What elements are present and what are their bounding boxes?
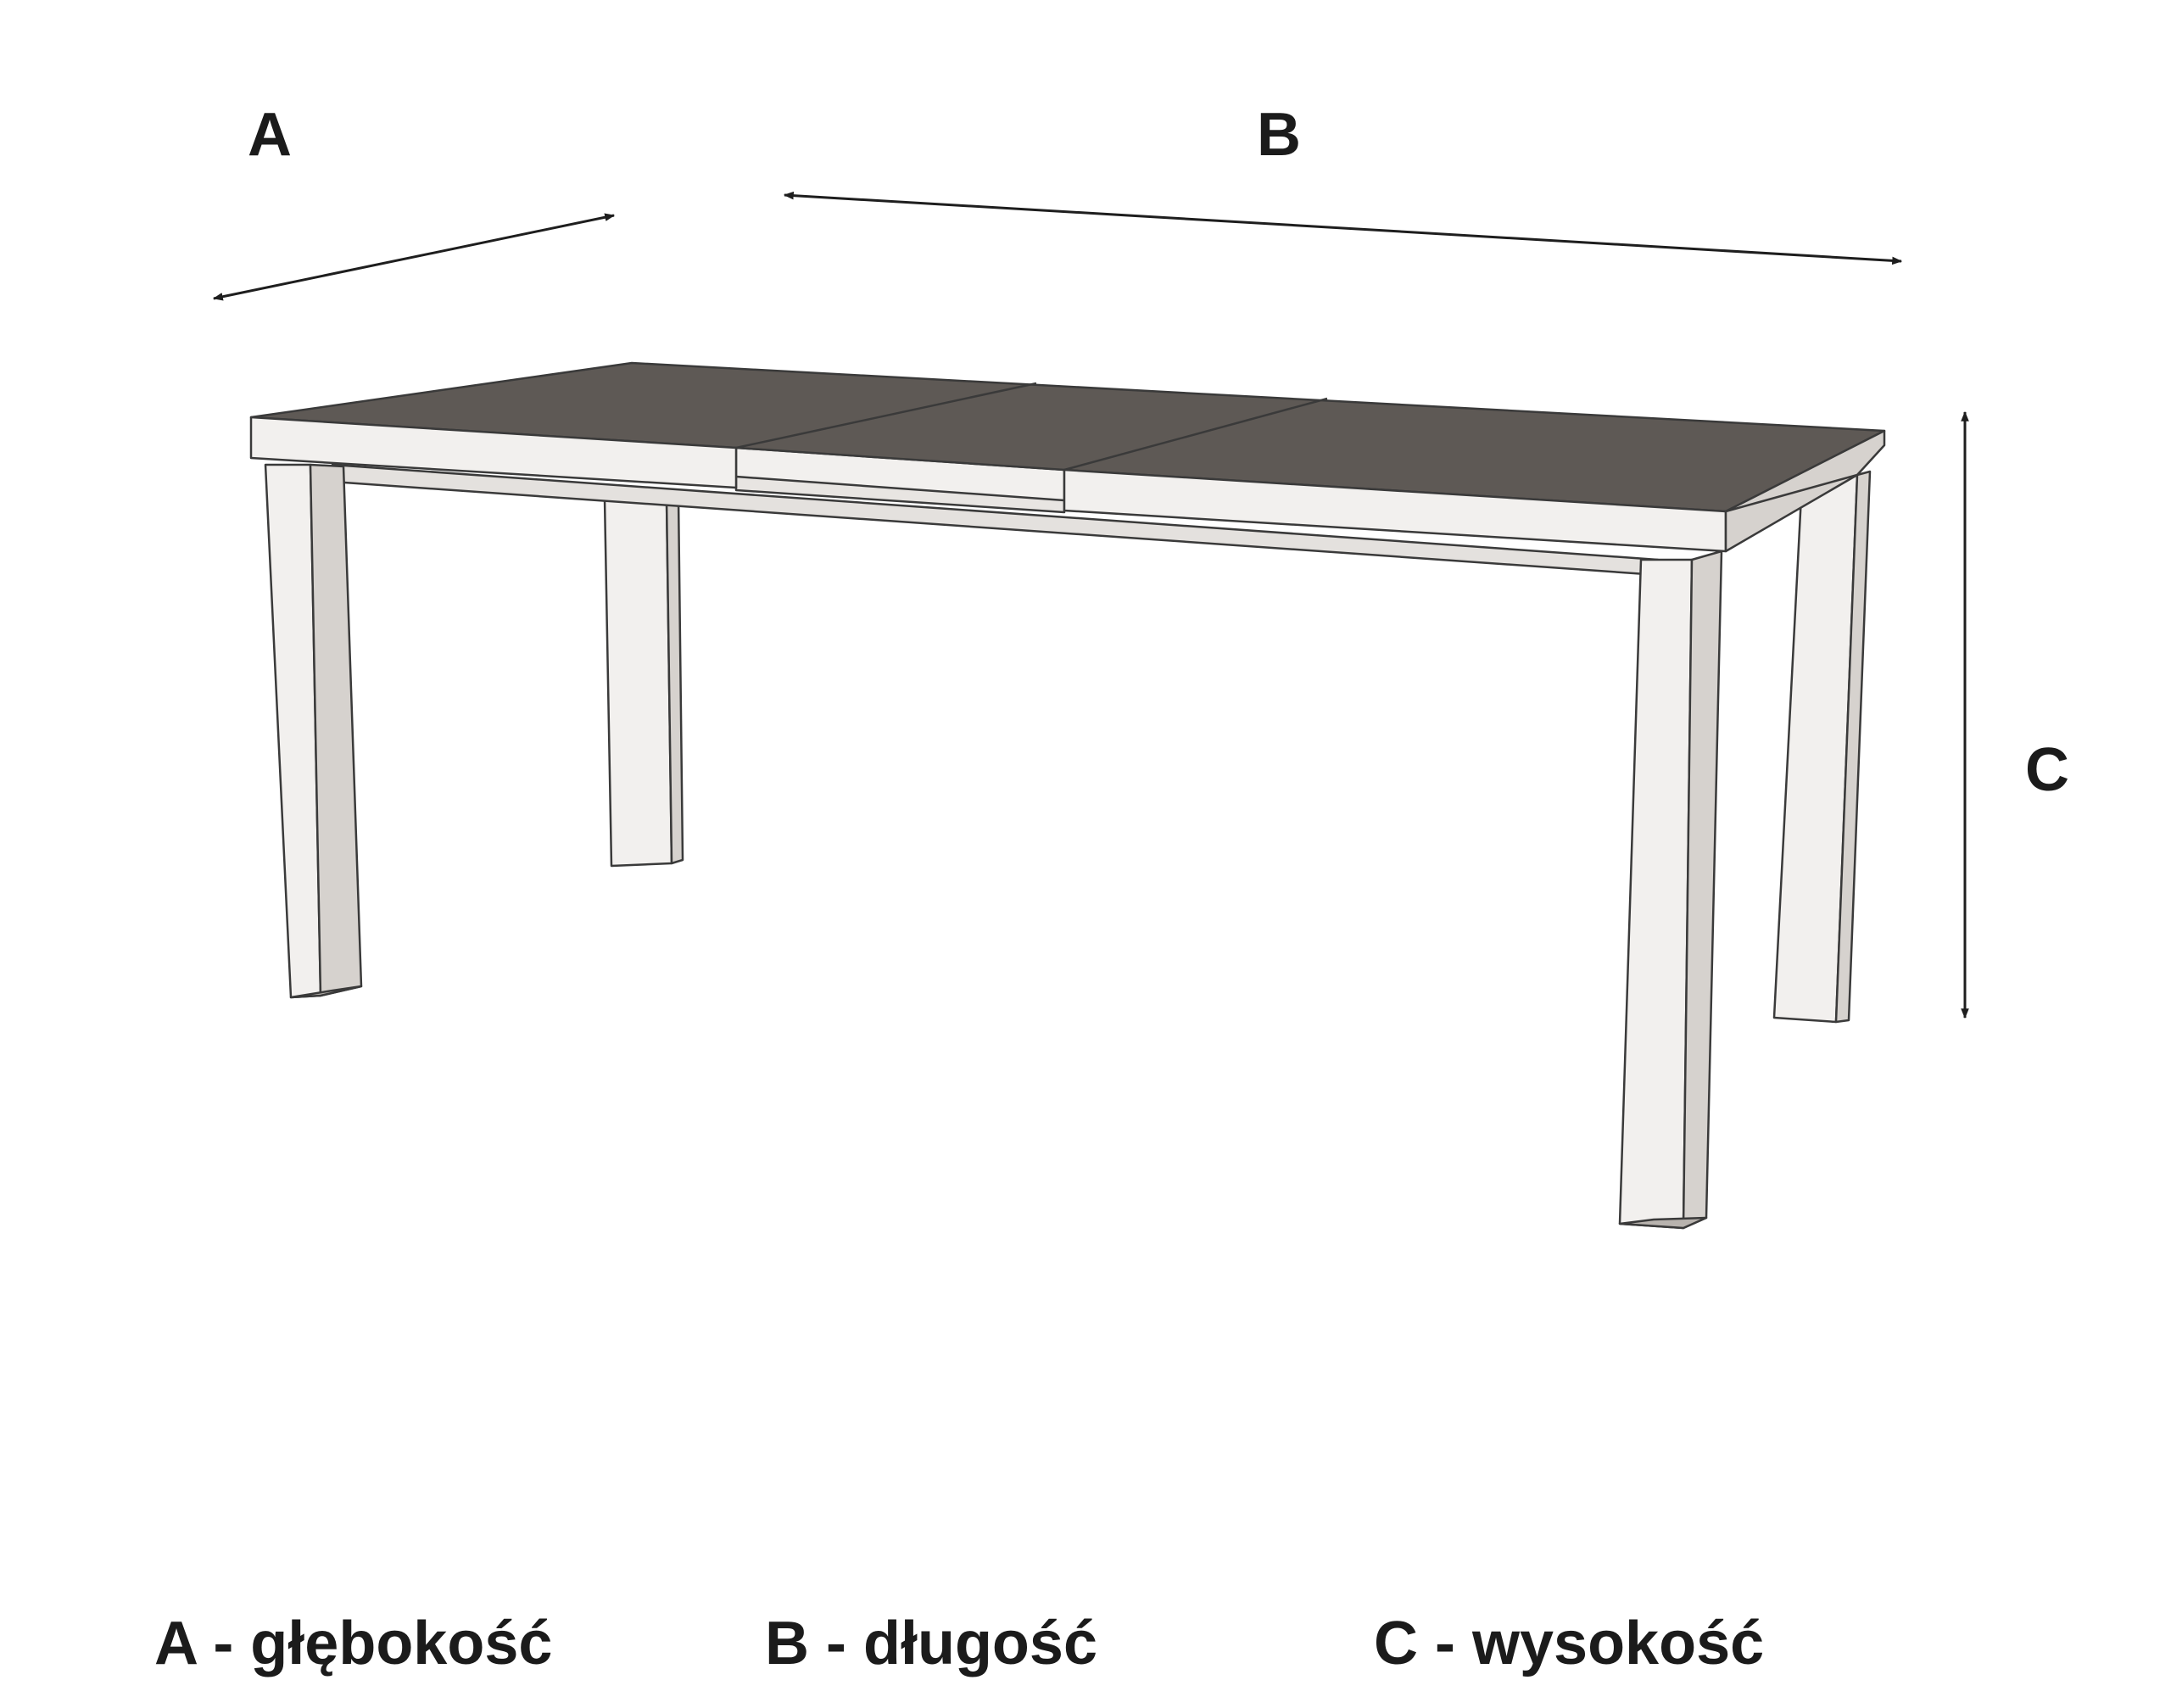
dimension-arrow-a — [212, 213, 616, 301]
front-right-leg — [1618, 550, 1723, 1230]
back-right-leg — [1772, 470, 1872, 1024]
table-illustration — [249, 361, 1886, 1230]
front-left-leg — [264, 463, 363, 999]
dimension-label-b: B — [1257, 101, 1301, 169]
tabletop-front-edge-left — [249, 416, 738, 489]
dimension-label-a: A — [248, 101, 292, 169]
legend-item-b: B - długość — [765, 1610, 1097, 1677]
back-left-leg — [603, 495, 684, 868]
dimension-arrow-b — [783, 191, 1903, 265]
legend-item-c: C - wysokość — [1374, 1610, 1764, 1677]
legend: A - głębokość B - długość C - wysokość — [154, 1610, 1764, 1677]
dimension-label-c: C — [2025, 736, 2069, 804]
tabletop-right-end — [1724, 429, 1886, 553]
legend-item-a: A - głębokość — [154, 1610, 552, 1677]
